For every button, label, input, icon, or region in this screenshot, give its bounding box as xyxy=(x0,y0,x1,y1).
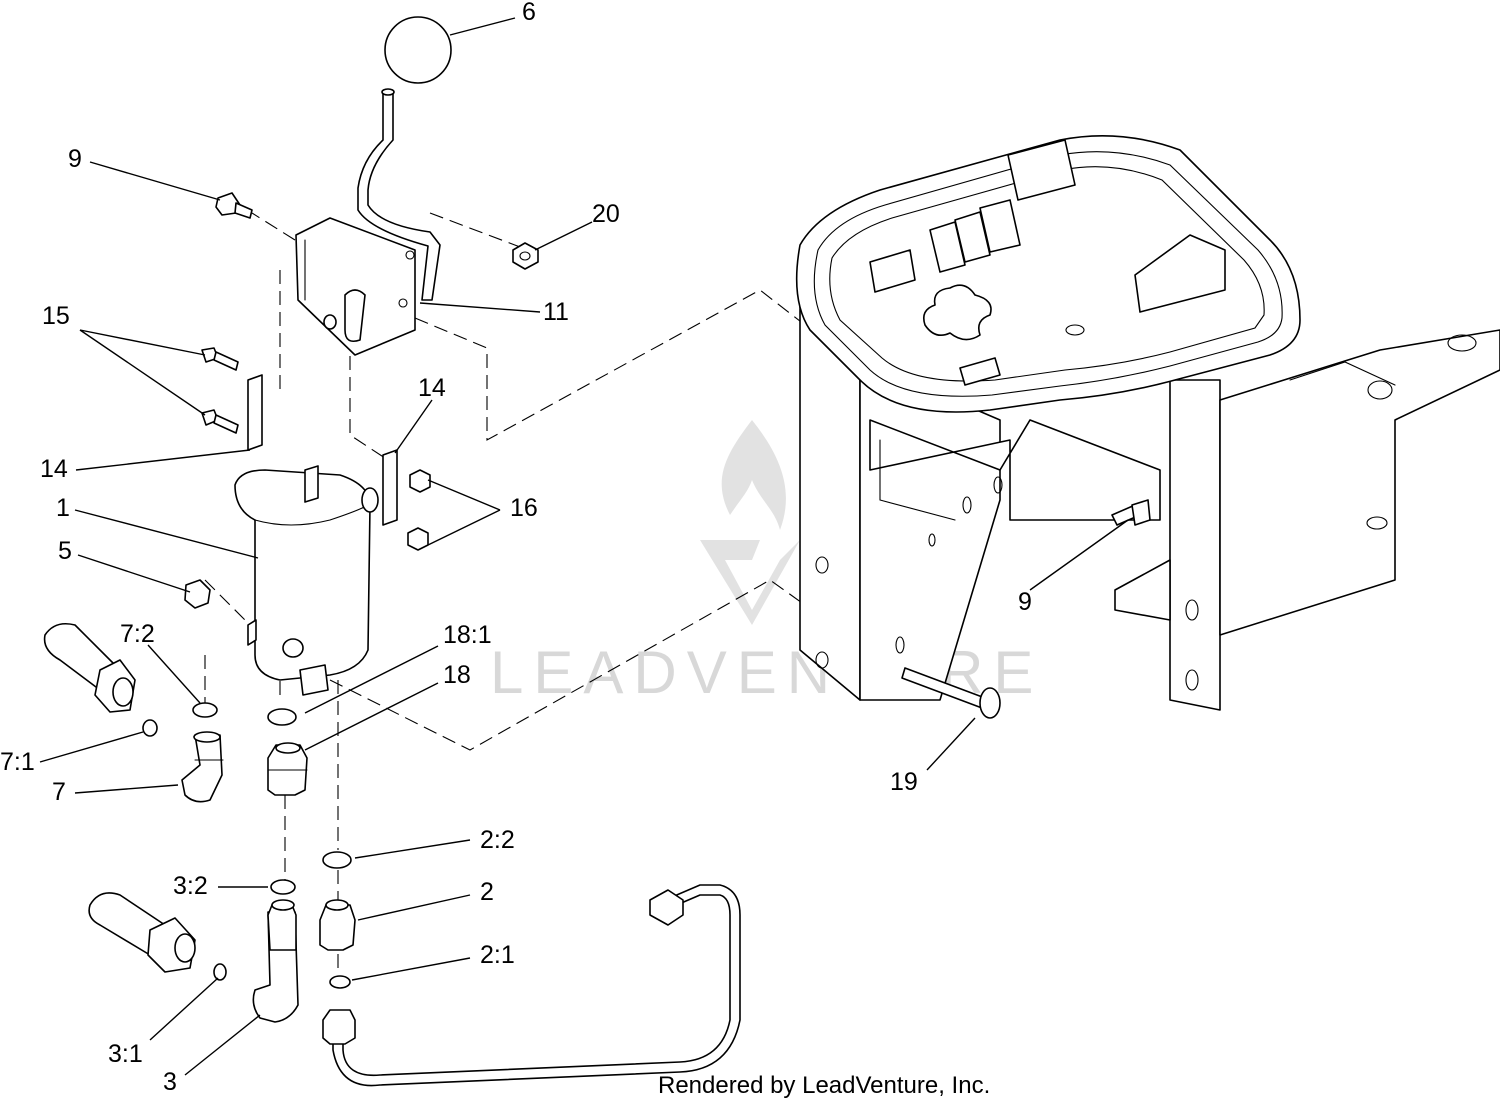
elbow-7 xyxy=(181,731,224,803)
callout-16: 16 xyxy=(510,494,538,522)
fitting-2 xyxy=(319,899,356,951)
seat-frame xyxy=(799,299,1500,711)
watermark-flame-icon xyxy=(721,420,786,530)
callout-9: 9 xyxy=(68,145,82,173)
callout-7-1: 7:1 xyxy=(0,748,35,776)
hydraulic-tube xyxy=(322,884,741,1087)
leader-lines xyxy=(39,17,1129,1076)
nuts-16 xyxy=(407,469,431,551)
lever-assembly xyxy=(295,16,452,356)
elbow-3 xyxy=(252,899,299,1023)
washer-5 xyxy=(184,579,211,609)
nut-20 xyxy=(512,242,539,270)
bolt-9-left xyxy=(215,192,253,219)
callout-18: 18 xyxy=(443,661,471,689)
watermark-v-icon xyxy=(700,540,800,625)
callouts: 6 9 20 15 11 14 14 1 16 5 7:2 18:1 18 7:… xyxy=(0,0,1032,1096)
callout-2-1: 2:1 xyxy=(480,941,515,969)
callout-3-2: 3:2 xyxy=(173,872,208,900)
callout-11: 11 xyxy=(543,298,569,326)
callout-3: 3 xyxy=(163,1068,177,1096)
callout-18-1: 18:1 xyxy=(443,621,492,649)
bolt-9-right xyxy=(1111,499,1151,526)
callout-7: 7 xyxy=(52,778,66,806)
bolts-15 xyxy=(201,347,239,434)
callout-2: 2 xyxy=(480,878,494,906)
callout-6: 6 xyxy=(522,0,536,26)
callout-20: 20 xyxy=(592,200,620,228)
callout-3-1: 3:1 xyxy=(108,1040,143,1068)
credit-text: Rendered by LeadVenture, Inc. xyxy=(658,1072,990,1099)
callout-2-2: 2:2 xyxy=(480,826,515,854)
callout-15: 15 xyxy=(42,302,70,330)
links-14 xyxy=(247,374,398,526)
callout-19: 19 xyxy=(890,768,918,796)
o-rings xyxy=(142,702,352,989)
knob-6 xyxy=(384,16,452,84)
callout-9-right: 9 xyxy=(1018,588,1032,616)
callout-14-left: 14 xyxy=(40,455,68,483)
callout-5: 5 xyxy=(58,537,72,565)
callout-14-right: 14 xyxy=(418,374,446,402)
hose-lower xyxy=(88,892,196,973)
seat-pan xyxy=(795,134,1301,413)
hose-upper xyxy=(43,622,136,713)
callout-7-2: 7:2 xyxy=(120,620,155,648)
valve-1 xyxy=(234,465,379,696)
callout-1: 1 xyxy=(56,494,70,522)
fitting-18 xyxy=(267,742,308,796)
bolt-19 xyxy=(901,667,1001,719)
